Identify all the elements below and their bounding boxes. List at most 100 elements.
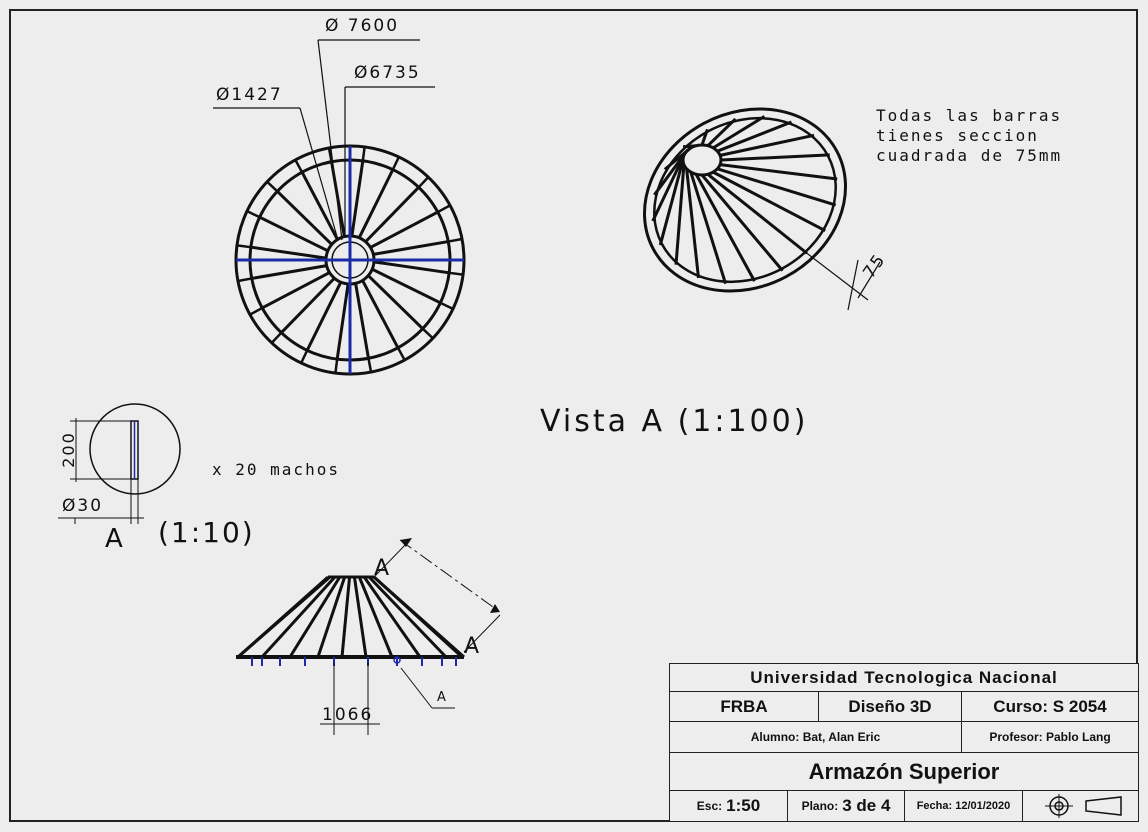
dimension-pin-diameter: Ø30 — [62, 496, 104, 516]
detail-a — [58, 403, 181, 524]
dimension-d7600: Ø 7600 — [325, 16, 400, 36]
iso-spoke — [689, 171, 727, 285]
note-line-1: Todas las barras — [876, 106, 1063, 125]
dimension-pin-length: 200 — [58, 431, 78, 468]
iso-spoke — [700, 174, 784, 272]
side-rib — [260, 575, 336, 659]
side-rib — [368, 575, 448, 659]
spoke — [361, 279, 400, 349]
rim-strut — [396, 347, 406, 361]
iso-spoke — [712, 115, 766, 150]
projection-symbol — [1022, 791, 1138, 821]
faculty-name: FRBA — [720, 696, 768, 716]
title-block: Universidad Tecnologica Nacional FRBA Di… — [669, 663, 1139, 822]
iso-spoke — [694, 173, 756, 282]
rim-strut — [334, 359, 339, 374]
rim-strut — [367, 358, 373, 373]
rim-strut — [327, 147, 333, 162]
iso-spoke — [719, 133, 815, 157]
detail-callout-a: A — [437, 690, 448, 705]
sheet-label: Plano: — [801, 799, 839, 813]
rim-strut — [246, 210, 261, 219]
scale-label: Esc: — [696, 799, 723, 813]
spoke — [250, 245, 327, 260]
rim-strut — [270, 331, 283, 344]
spoke — [373, 240, 449, 256]
iso-spoke — [706, 117, 737, 147]
rim-strut — [266, 180, 279, 193]
tb-row-university: Universidad Tecnologica Nacional — [670, 664, 1138, 692]
side-rib — [288, 576, 342, 658]
dimension-d6735: Ø6735 — [354, 63, 421, 83]
dimension-leaders — [213, 39, 435, 241]
rim-strut — [300, 349, 309, 364]
scale-cell: Esc: 1:50 — [670, 791, 787, 821]
side-rib — [316, 576, 347, 658]
sheet-cell: Plano: 3 de 4 — [787, 791, 904, 821]
spoke — [261, 271, 331, 310]
university-name: Universidad Tecnologica Nacional — [750, 667, 1058, 687]
note-line-2: tienes seccion — [876, 126, 1039, 145]
iso-spoke — [720, 153, 830, 162]
first-angle-projection-icon — [1044, 794, 1122, 818]
rim-strut — [421, 327, 434, 340]
rim-strut — [437, 204, 451, 214]
spoke — [357, 168, 395, 239]
spoke — [258, 215, 329, 253]
side-rib — [340, 576, 352, 658]
side-edge-right — [373, 575, 465, 659]
iso-spoke — [700, 128, 709, 146]
pin-quantity-note: x 20 machos — [212, 460, 340, 479]
scale-value: 1:50 — [726, 796, 761, 815]
iso-spoke — [651, 154, 686, 222]
rim-strut — [449, 271, 464, 276]
spoke — [305, 281, 343, 352]
detail-scale-label: (1:10) — [158, 516, 255, 549]
spoke — [371, 267, 442, 305]
spoke — [354, 283, 370, 359]
rim-strut — [448, 237, 463, 243]
spoke — [350, 160, 365, 237]
iso-spoke — [712, 170, 826, 232]
top-view-frame — [234, 144, 466, 376]
spoke — [300, 171, 339, 241]
side-view — [236, 538, 501, 735]
note-line-3: cuadrada de 75mm — [876, 146, 1063, 165]
rim-strut — [249, 306, 263, 316]
spoke — [276, 190, 333, 246]
detail-a-label: A — [105, 524, 125, 554]
section-marker-bottom: A — [464, 634, 482, 659]
iso-spoke — [685, 168, 700, 279]
section-marker-top: A — [374, 556, 392, 581]
rim-strut — [439, 301, 454, 310]
side-edge-left — [237, 575, 329, 659]
drawing-border — [9, 9, 1138, 822]
spoke — [280, 277, 336, 334]
spoke — [335, 283, 350, 360]
iso-spoke — [706, 173, 808, 255]
iso-spoke — [653, 150, 688, 196]
spoke — [364, 186, 420, 243]
rim-strut — [391, 156, 400, 171]
date-cell: Fecha: 12/01/2020 — [904, 791, 1022, 821]
spoke — [367, 274, 424, 330]
sheet-value: 3 de 4 — [842, 796, 891, 815]
spoke — [373, 260, 450, 275]
dimension-d1427: Ø1427 — [216, 85, 283, 105]
course-code: Curso: S 2054 — [961, 692, 1138, 721]
iso-spoke — [682, 144, 697, 149]
rim-strut — [361, 146, 366, 161]
spoke — [369, 210, 439, 249]
spoke — [251, 264, 327, 280]
tb-row-course: FRBA Diseño 3D Curso: S 2054 — [670, 692, 1138, 722]
iso-spoke — [719, 163, 838, 181]
rim-strut — [417, 176, 430, 189]
isometric-view — [642, 107, 881, 311]
tb-row-meta: Esc: 1:50 Plano: 3 de 4 Fecha: 12/01/202… — [670, 791, 1138, 821]
iso-spoke — [716, 120, 793, 153]
iso-spoke — [658, 159, 685, 246]
bar-section-note: Todas las barras tienes seccion cuadrada… — [876, 106, 1062, 166]
drawing-title: Armazón Superior — [808, 758, 1000, 784]
iso-spoke — [674, 164, 686, 265]
